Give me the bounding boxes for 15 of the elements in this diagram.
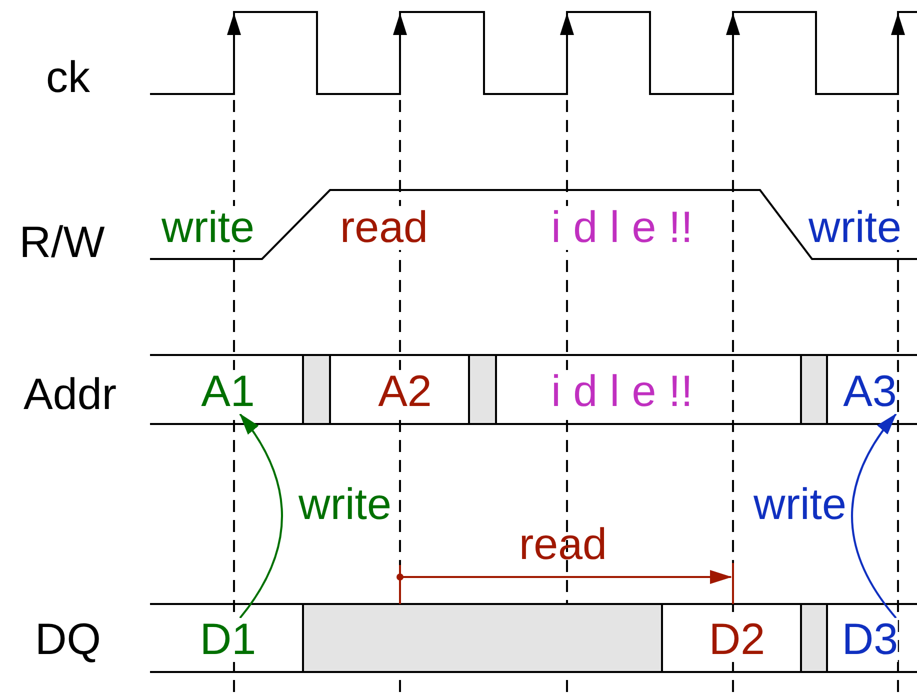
edge-label: write: [754, 483, 846, 527]
address-label: A3: [843, 370, 897, 414]
arrow: [851, 413, 897, 619]
signal-name: ck: [46, 56, 90, 100]
address-label: A2: [378, 370, 432, 414]
edge-label: write: [298, 483, 392, 527]
arrow: [239, 413, 283, 619]
state-label: read: [340, 206, 428, 250]
signal-name: DQ: [35, 618, 101, 662]
state-label: write: [162, 206, 254, 250]
address-label: A1: [201, 370, 255, 414]
dimension-label: read: [518, 523, 608, 567]
signal-name: R/W: [19, 221, 105, 265]
signal-name: Addr: [24, 373, 116, 417]
state-label: write: [808, 206, 902, 250]
